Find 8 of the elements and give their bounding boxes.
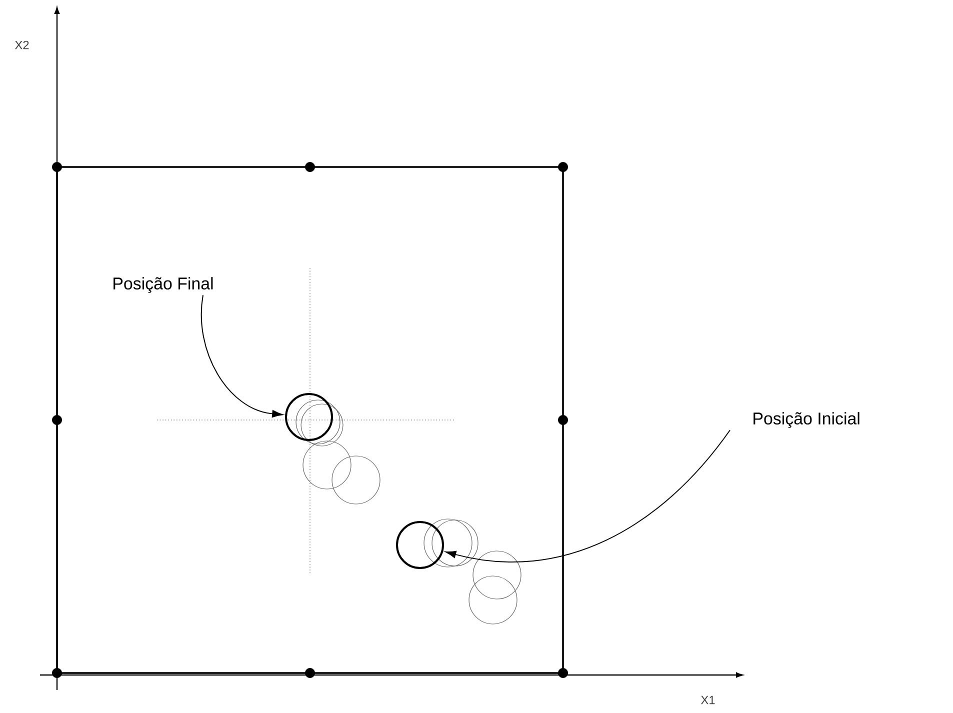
text-label: Posição Inicial	[754, 412, 860, 428]
axis-label: X2	[14, 40, 29, 50]
axis-label: X1	[700, 696, 715, 704]
curved-arrow	[200, 294, 284, 418]
circle	[285, 393, 333, 441]
text-label: Posição Final	[114, 277, 213, 293]
circle	[396, 521, 444, 569]
curved-arrow	[445, 430, 730, 562]
